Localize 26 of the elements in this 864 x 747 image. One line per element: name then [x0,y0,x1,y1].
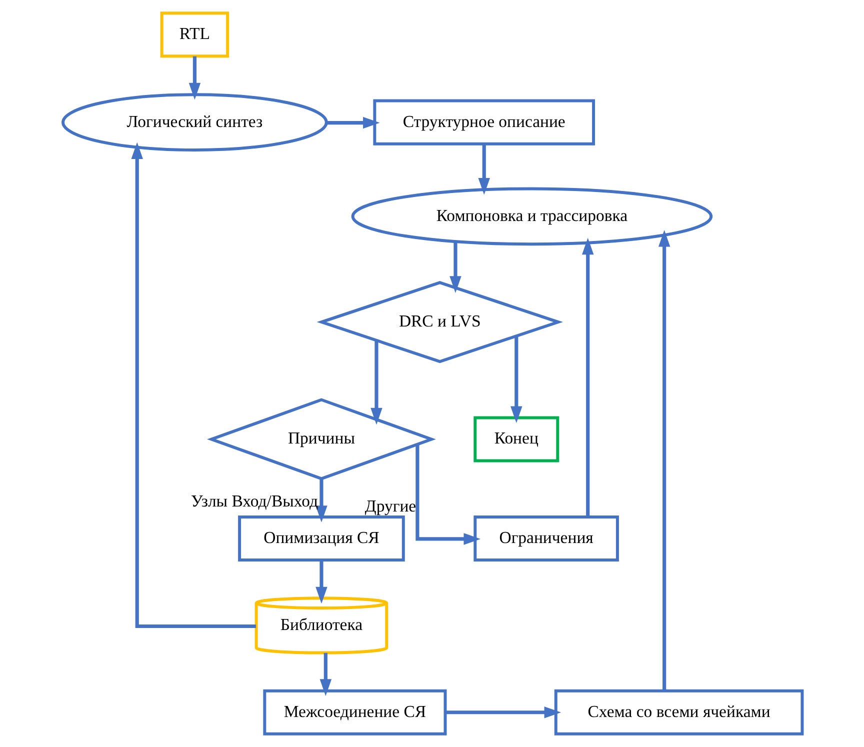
arrow [315,560,327,604]
node-box: Опимизация СЯ [238,515,404,562]
node-box: Конец [473,416,559,462]
arrow [370,340,382,425]
arrow [581,238,594,517]
arrow [130,142,256,628]
node-diamond: Причины [206,398,436,480]
arrow [445,706,561,718]
arrow [510,336,522,424]
arrow [188,56,200,100]
node-box: Структурное описание [372,99,595,146]
arrow [315,479,327,522]
arrow [319,652,332,696]
arrow [658,230,670,691]
node-ellipse: Логический синтез [61,93,328,152]
node-box: Межсоединение СЯ [262,689,446,736]
node-box: RTL [160,12,229,58]
arrow [478,144,490,195]
arrow [415,444,480,545]
node-diamond: DRC и LVS [316,281,562,364]
node-box: Ограничения [473,515,618,562]
edge-label: Узлы Вход/Выход [190,492,318,511]
edge-label: Другие [364,496,416,516]
arrow [326,116,380,129]
node-box: Схема со всеми ячейками [554,689,804,736]
arrow [449,242,461,293]
